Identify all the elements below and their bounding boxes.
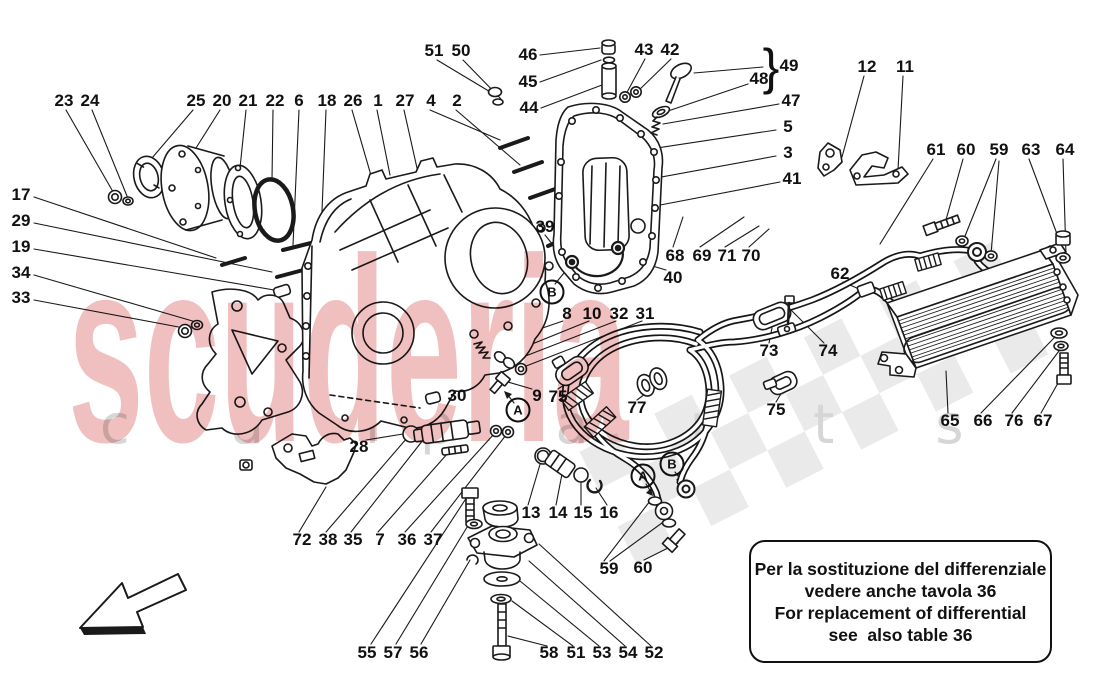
grommet-64 [1055, 252, 1071, 264]
seal-ring-25 [132, 155, 166, 199]
note-line-4: see also table 36 [828, 624, 973, 645]
mount-plate-52 [467, 525, 538, 558]
bolt-55 [461, 487, 479, 523]
washer-53 [483, 571, 521, 587]
note-line-2: vedere anche tavola 36 [804, 580, 997, 601]
bolt-74 [784, 295, 795, 326]
stud-6 [281, 241, 313, 252]
spring-47 [650, 116, 661, 136]
washer-24 [122, 196, 134, 206]
direction-arrow [79, 573, 187, 635]
clamp-75-right [762, 370, 798, 396]
fitting-14 [544, 449, 576, 479]
bracket-11 [849, 151, 909, 186]
lock-washer-56 [466, 554, 479, 565]
snap-ring-16 [586, 478, 603, 494]
plug-49 [665, 62, 692, 104]
bolt-9 [489, 371, 511, 395]
breather-assembly [601, 39, 692, 136]
cylinder-44 [601, 62, 617, 100]
breather-cap-parts-50-51 [487, 86, 504, 106]
seal-48 [651, 105, 671, 119]
bushing-19 [272, 283, 292, 299]
washers-10-32 [493, 351, 516, 369]
note-line-3: For replacement of differential [774, 602, 1027, 623]
washer-34 [190, 319, 204, 331]
bolt-67 [1056, 352, 1072, 385]
bolt-31 [514, 362, 528, 376]
front-cover-bracket [196, 288, 305, 435]
gearbox-casing [301, 86, 564, 433]
oil-cooler-radiator [877, 214, 1079, 385]
plug-30 [424, 391, 442, 405]
ring-45 [602, 56, 616, 64]
cooling-hoses [559, 242, 1000, 554]
washer-37 [501, 425, 515, 439]
spring-8 [473, 341, 491, 359]
sensor-35 [412, 419, 482, 445]
bearing-cover-assembly [107, 144, 313, 339]
stud-17 [220, 256, 247, 267]
mount-dome [482, 500, 519, 528]
note-line-1: Per la sostituzione del differenziale [754, 558, 1047, 579]
gearbox-mount-assembly [461, 447, 603, 661]
banjo-fitting-B [676, 479, 696, 499]
washers-59 [955, 235, 998, 262]
clip-77 [636, 367, 668, 397]
pad-clamp-73 [752, 301, 797, 337]
washer-36 [489, 424, 503, 438]
o-ring-22 [252, 177, 296, 243]
bracket-12 [817, 142, 843, 177]
cap-46 [601, 39, 616, 55]
fitting-stack-A [647, 496, 686, 554]
coupling-62 [856, 281, 876, 298]
gasket-21 [223, 164, 263, 240]
bolt-60 [922, 214, 961, 237]
differential-cover [552, 102, 664, 295]
support-bracket-72 [239, 432, 357, 485]
washer-51 [490, 593, 512, 605]
differential-note-box: Per la sostituzione del differenziale ve… [749, 540, 1052, 663]
braided-sections [559, 252, 942, 438]
hex-nut-23 [107, 189, 123, 205]
washer-57 [465, 518, 483, 530]
sensor-assembly [402, 341, 528, 456]
bolt-58 [492, 603, 511, 661]
washer-42 [629, 86, 642, 99]
washer-43 [618, 91, 631, 104]
hex-nut-33 [177, 323, 193, 339]
washers-66 [1050, 327, 1069, 352]
plug-15 [573, 467, 589, 483]
stud-7 [441, 444, 469, 456]
radiator-banjo [967, 242, 987, 262]
clamp-75-left [551, 355, 589, 387]
cover-pipe [564, 240, 626, 278]
cap-63 [1055, 230, 1071, 246]
